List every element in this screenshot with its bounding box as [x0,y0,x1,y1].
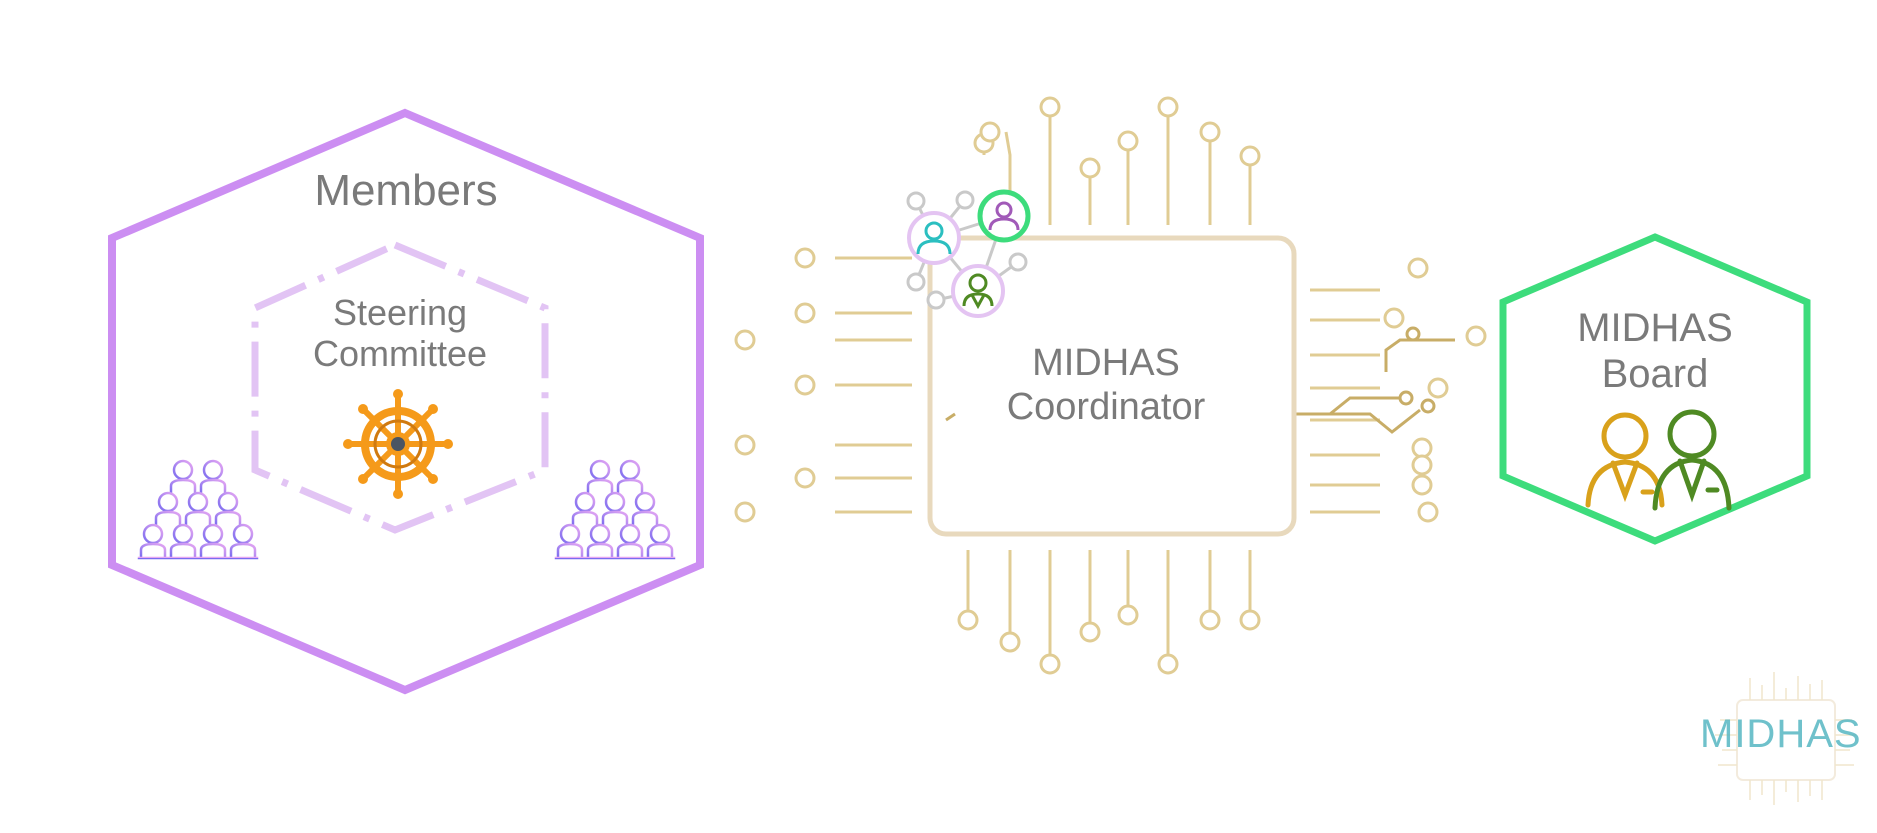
circuit-trace [734,434,756,456]
circuit-trace [794,247,816,269]
board-label: MIDHAS Board [1525,305,1785,397]
circuit-trace [1117,604,1139,626]
network-icon [906,189,1031,318]
board-hexagon [1499,233,1811,545]
circuit-trace [1465,325,1487,347]
circuit-trace [1239,145,1261,167]
steering-committee-label-line1: Steering [332,292,468,333]
circuit-trace [1039,96,1061,118]
coordinator-chip [927,235,1297,537]
circuit-trace [1427,377,1449,399]
network-person-teal-icon [907,211,961,265]
circuit-trace [734,501,756,523]
circuit-trace [1411,454,1433,476]
circuit-trace [1384,338,1455,372]
circuit-trace [1405,326,1421,342]
circuit-trace [1420,398,1436,414]
midhas-logo-text: MIDHAS [1700,712,1862,756]
crowd-right-icon [554,459,676,560]
circuit-trace [1199,609,1221,631]
network-person-green-icon [951,264,1005,318]
steering-committee-label: Steering Committee [280,292,520,375]
circuit-trace [1330,408,1421,434]
circuit-trace [1117,130,1139,152]
circuit-trace [1199,121,1221,143]
circuit-trace [1383,307,1405,329]
board-label-line1: MIDHAS [1577,306,1733,350]
ship-wheel-icon [343,389,453,499]
circuit-trace [1157,653,1179,675]
circuit-trace [979,121,1001,143]
circuit-trace [1411,474,1433,496]
coordinator-label: MIDHAS Coordinator [966,342,1246,429]
circuit-trace [1398,390,1414,406]
crowd-left-icon [137,459,259,560]
members-title: Members [314,166,498,215]
circuit-trace [1407,257,1429,279]
steering-committee-hexagon [251,241,549,534]
network-person-purple-icon [977,189,1031,243]
circuit-trace [1079,157,1101,179]
coordinator-label-line2: Coordinator [1006,385,1206,428]
circuit-trace [957,609,979,631]
circuit-trace [794,374,816,396]
two-persons-icon [1585,409,1732,511]
circuit-trace [1157,96,1179,118]
circuit-trace [1239,609,1261,631]
members-hexagon [108,108,704,695]
board-label-line2: Board [1601,352,1709,396]
coordinator-label-line1: MIDHAS [1032,342,1180,384]
midhas-logo [1715,672,1856,805]
circuit-trace [1039,653,1061,675]
circuit-trace [734,329,756,351]
circuit-trace [794,467,816,489]
chip-inner-tick [945,412,956,422]
steering-committee-label-line2: Committee [312,333,488,375]
circuit-trace [999,631,1021,653]
circuit-trace [1079,621,1101,643]
circuit-trace [794,302,816,324]
circuit-trace [1411,437,1433,459]
circuit-trace [1417,501,1439,523]
